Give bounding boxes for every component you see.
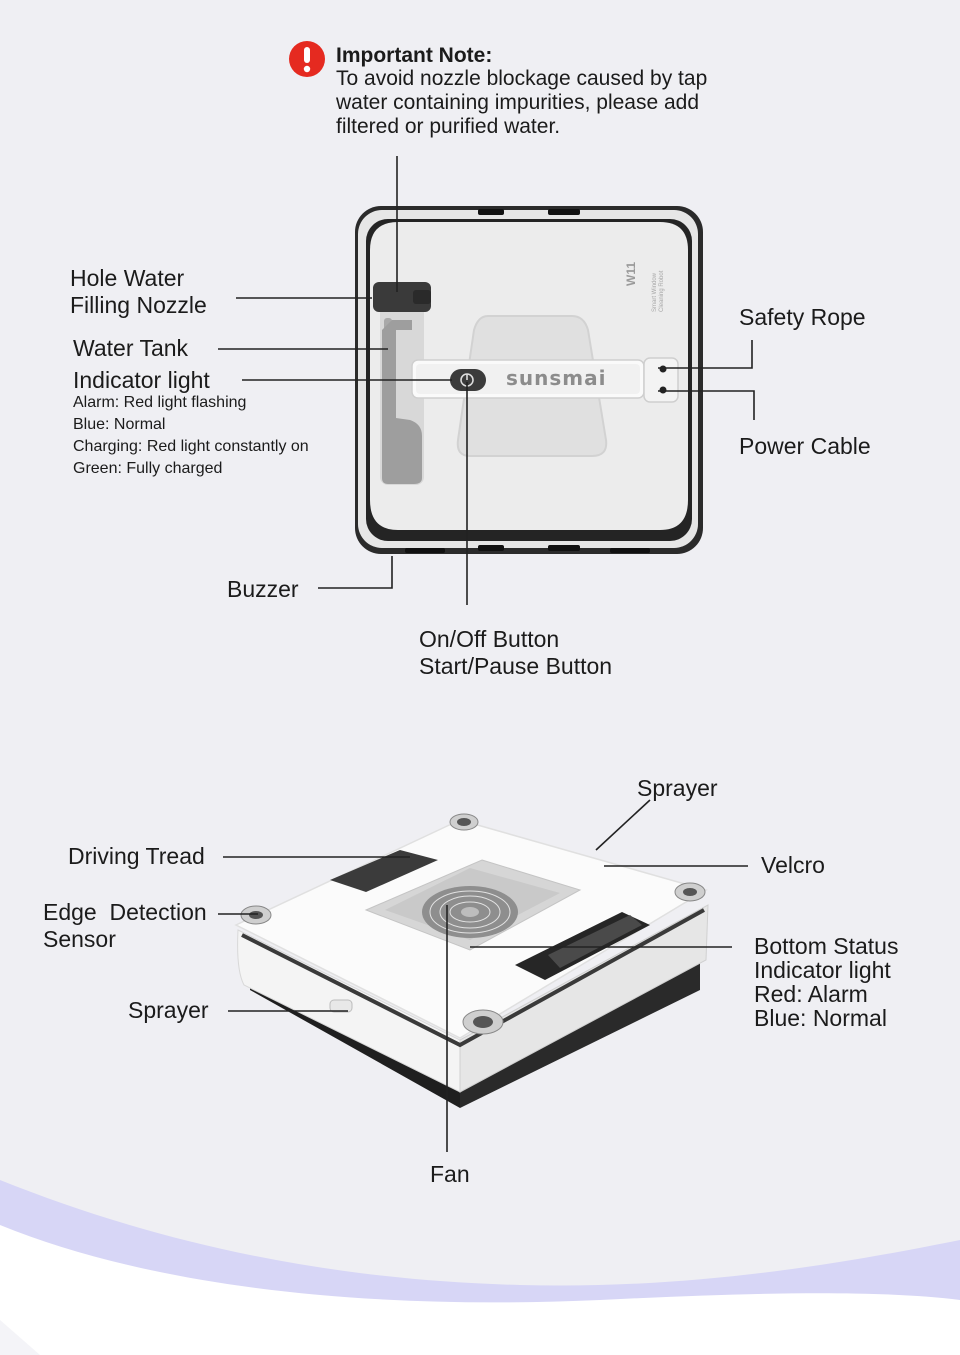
bottom-status-line: Blue: Normal	[754, 1006, 887, 1030]
edge-detection-label: Edge Detection	[43, 898, 207, 926]
driving-tread-label: Driving Tread	[68, 842, 205, 870]
fan-label: Fan	[430, 1160, 470, 1188]
sprayer-left-label: Sprayer	[128, 996, 209, 1024]
sensor-label: Sensor	[43, 925, 116, 953]
bottom-status-line: Bottom Status	[754, 934, 898, 958]
bottom-status-line: Red: Alarm	[754, 982, 868, 1006]
velcro-label: Velcro	[761, 851, 825, 879]
bottom-status-line: Indicator light	[754, 958, 891, 982]
sprayer-top-label: Sprayer	[637, 774, 718, 802]
